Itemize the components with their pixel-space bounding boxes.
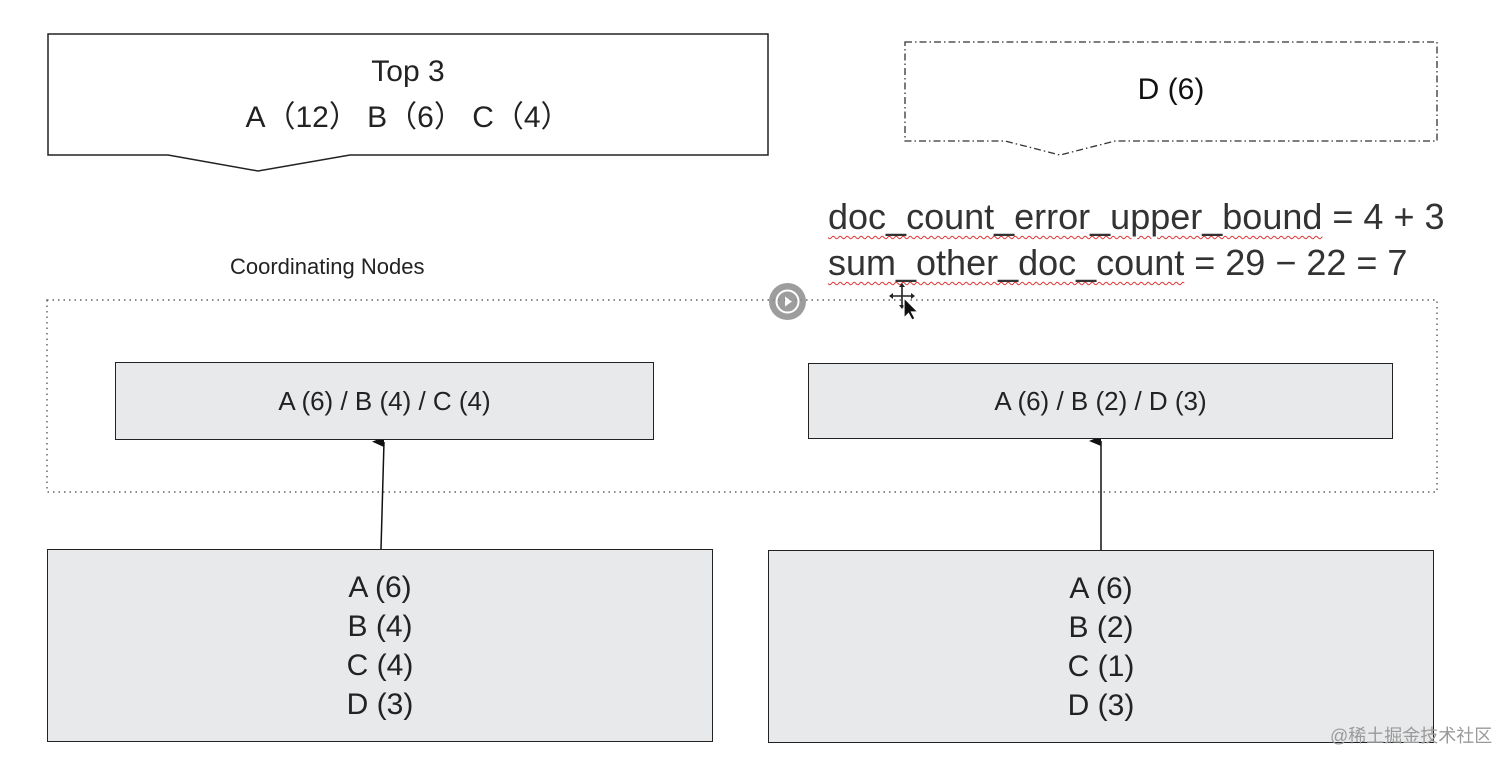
data-node-2-line: B (2) [1068,610,1134,644]
data-node-2-line: D (3) [1067,688,1135,722]
missing-callout-shape [904,41,1438,156]
upper-bound-formula: doc_count_error_upper_bound = 4 + 3 [828,196,1445,238]
coordinating-nodes-label: Coordinating Nodes [230,254,425,279]
upper-bound-expr: = 4 + 3 [1322,196,1445,237]
play-button[interactable] [769,283,806,320]
shard-result-2: A (6) / B (2) / D (3) [808,363,1393,439]
result-callout-shape [47,33,769,172]
watermark: @稀土掘金技术社区 [1330,726,1493,746]
move-cursor-icon [888,283,922,321]
data-node-2: A (6) B (2) C (1) D (3) [768,550,1434,743]
data-node-2-line: A (6) [1069,571,1133,605]
data-node-1-line: A (6) [348,570,412,604]
coordinating-nodes-region [46,299,1438,493]
shard-result-1: A (6) / B (4) / C (4) [115,362,654,440]
data-node-2-line: C (1) [1067,649,1135,683]
data-node-1-line: B (4) [347,609,413,643]
sum-other-formula: sum_other_doc_count = 29 − 22 = 7 [828,242,1407,284]
sum-other-expr: = 29 − 22 = 7 [1184,242,1408,283]
data-node-1: A (6) B (4) C (4) D (3) [47,549,713,742]
sum-other-term: sum_other_doc_count [828,242,1185,283]
arrow-left [372,437,385,550]
play-icon [775,289,800,314]
result-title: Top 3 [371,55,445,88]
missing-term-label: D (6) [1137,73,1205,106]
upper-bound-term: doc_count_error_upper_bound [828,196,1323,237]
result-entries: A（12） B（6） C（4） [245,101,571,134]
data-node-1-line: C (4) [346,648,414,682]
data-node-1-line: D (3) [346,687,414,721]
